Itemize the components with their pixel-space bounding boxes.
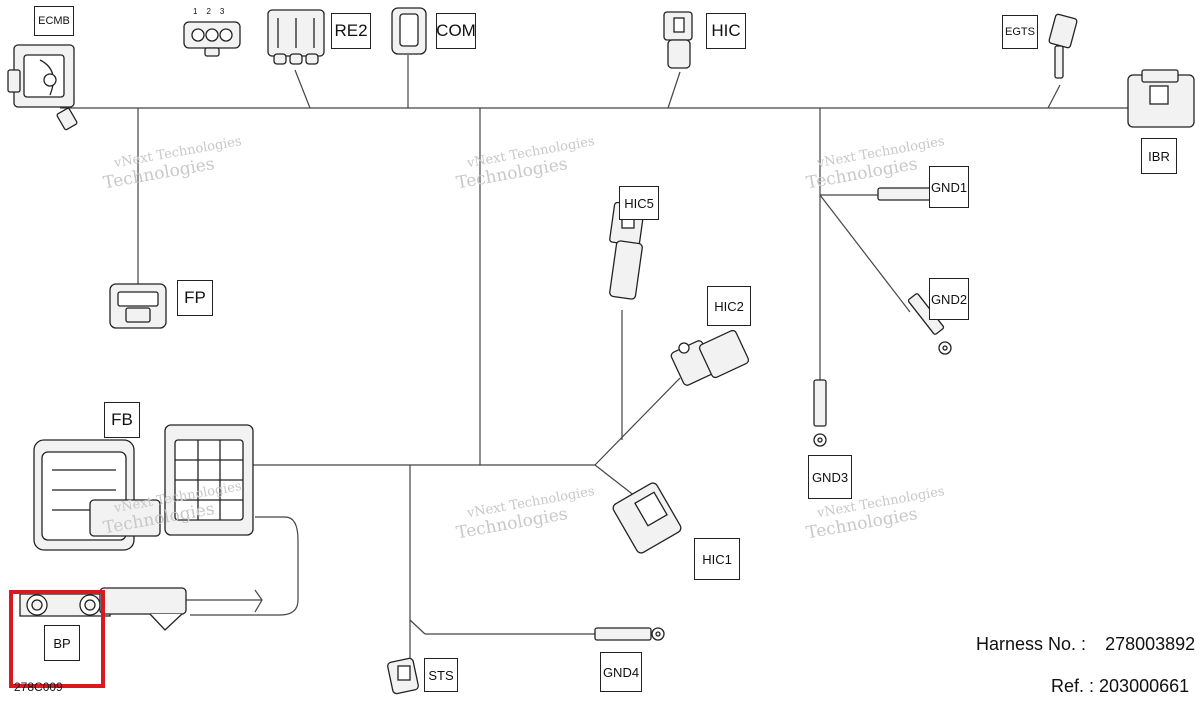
harness-label: Harness No. : [976, 634, 1087, 654]
label-hic5: HIC5 [619, 186, 659, 220]
wiring-lines [60, 55, 1130, 660]
ibr-connector-icon [1127, 69, 1195, 128]
part-code: 278C009 [14, 680, 63, 694]
pin-number: 3 [219, 7, 225, 16]
gnd4-terminal-icon [594, 627, 665, 641]
label-egts: EGTS [1002, 15, 1038, 49]
sts-sensor-icon [387, 657, 419, 695]
bp-highlight-box [9, 590, 105, 688]
pin-number: 2 [206, 7, 211, 16]
label-gnd2: GND2 [929, 278, 969, 320]
label-re2: RE2 [331, 13, 371, 49]
fp-connector-icon [109, 283, 167, 329]
label-gnd3: GND3 [808, 455, 852, 499]
egts-sensor-icon [1048, 13, 1078, 79]
hic5-connector-icon [609, 201, 645, 300]
label-gnd4: GND4 [600, 652, 642, 692]
ref-number: Ref. : 203000661 [1051, 676, 1189, 697]
fb-fusebox-icon [33, 424, 254, 551]
label-bp: BP [44, 625, 80, 661]
label-gnd1: GND1 [929, 166, 969, 208]
gnd3-terminal-icon [813, 379, 827, 447]
ref-label: Ref. : [1051, 676, 1095, 696]
gnd2-terminal-icon [907, 293, 952, 355]
bp-terminal-icon [19, 587, 187, 631]
ref-value: 203000661 [1099, 676, 1190, 696]
label-sts: STS [424, 658, 458, 692]
three-pin-connector-icon [183, 21, 241, 57]
label-ecmb: ECMB [34, 6, 74, 36]
harness-value: 278003892 [1105, 634, 1196, 654]
label-hic2: HIC2 [707, 286, 751, 326]
label-hic1: HIC1 [694, 538, 740, 580]
label-hic: HIC [706, 13, 746, 49]
pin-number: 1 [193, 7, 198, 16]
harness-number: Harness No. : 278003892 [976, 634, 1195, 655]
ecmb-connector-icon [7, 44, 78, 131]
label-fp: FP [177, 280, 213, 316]
label-com: COM [436, 13, 476, 49]
re2-connector-icon [267, 9, 325, 65]
hic1-connector-icon [612, 482, 682, 554]
pin-numbers: 1 2 3 [193, 7, 224, 16]
hic2-connector-icon [670, 329, 750, 386]
hic-connector-icon [663, 11, 693, 69]
com-connector-icon [391, 7, 427, 55]
label-ibr: IBR [1141, 138, 1177, 174]
label-fb: FB [104, 402, 140, 438]
